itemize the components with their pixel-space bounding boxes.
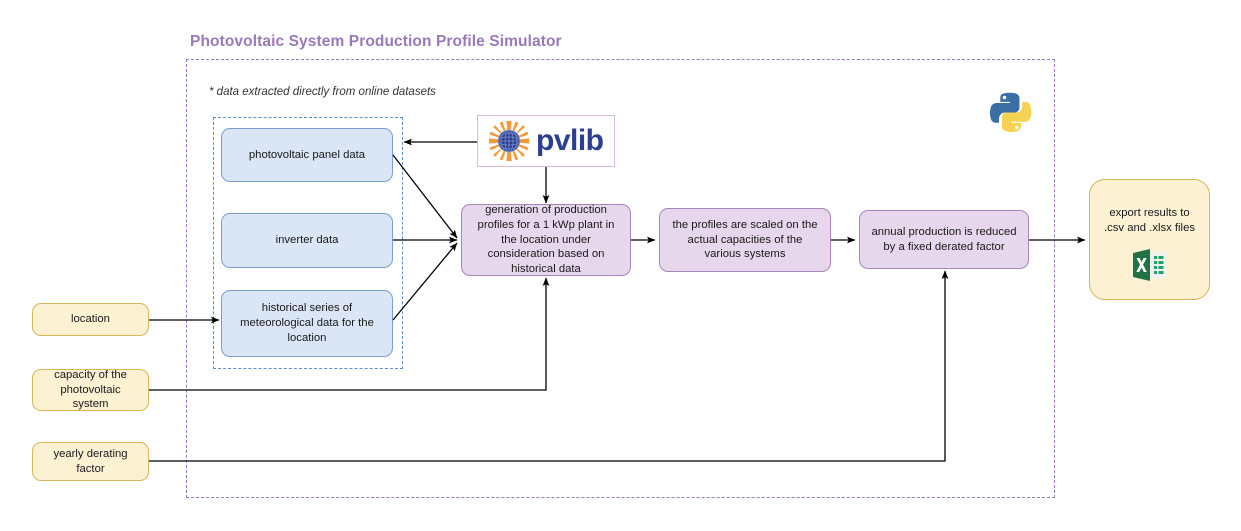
node-label: annual production is reduced by a fixed …: [871, 225, 1017, 253]
node-profiles-scaled[interactable]: the profiles are scaled on the actual ca…: [659, 208, 831, 272]
pvlib-sun-icon: [489, 121, 529, 161]
node-photovoltaic-panel-data[interactable]: photovoltaic panel data: [221, 128, 393, 182]
node-annual-production-derated[interactable]: annual production is reduced by a fixed …: [859, 210, 1029, 269]
node-label: photovoltaic panel data: [248, 148, 366, 161]
node-inverter-data[interactable]: inverter data: [221, 213, 393, 268]
node-label: capacity of the photovoltaic system: [54, 368, 127, 411]
node-export-results[interactable]: export results to .csv and .xlsx files: [1089, 179, 1210, 300]
node-generation-of-production-profiles[interactable]: generation of production profiles for a …: [461, 204, 631, 276]
python-logo: [988, 90, 1032, 135]
excel-icon: [1132, 248, 1167, 286]
pvlib-logo-card: pvlib: [477, 115, 615, 167]
node-label: generation of production profiles for a …: [477, 203, 615, 276]
node-meteorological-data[interactable]: historical series of meteorological data…: [221, 290, 393, 357]
page-title: Photovoltaic System Production Profile S…: [190, 33, 562, 50]
node-input-derating-factor[interactable]: yearly derating factor: [32, 442, 149, 481]
node-label: inverter data: [275, 234, 339, 247]
datasets-footnote: * data extracted directly from online da…: [209, 86, 436, 98]
python-logo-icon: [989, 92, 1032, 133]
pvlib-wordmark: pvlib: [536, 124, 604, 157]
node-input-capacity[interactable]: capacity of the photovoltaic system: [32, 369, 149, 411]
node-label: export results to .csv and .xlsx files: [1103, 207, 1196, 234]
node-label: the profiles are scaled on the actual ca…: [672, 218, 818, 261]
node-input-location[interactable]: location: [32, 303, 149, 336]
node-label: historical series of meteorological data…: [240, 302, 374, 344]
node-label: yearly derating factor: [53, 447, 128, 475]
node-label: location: [71, 313, 110, 326]
